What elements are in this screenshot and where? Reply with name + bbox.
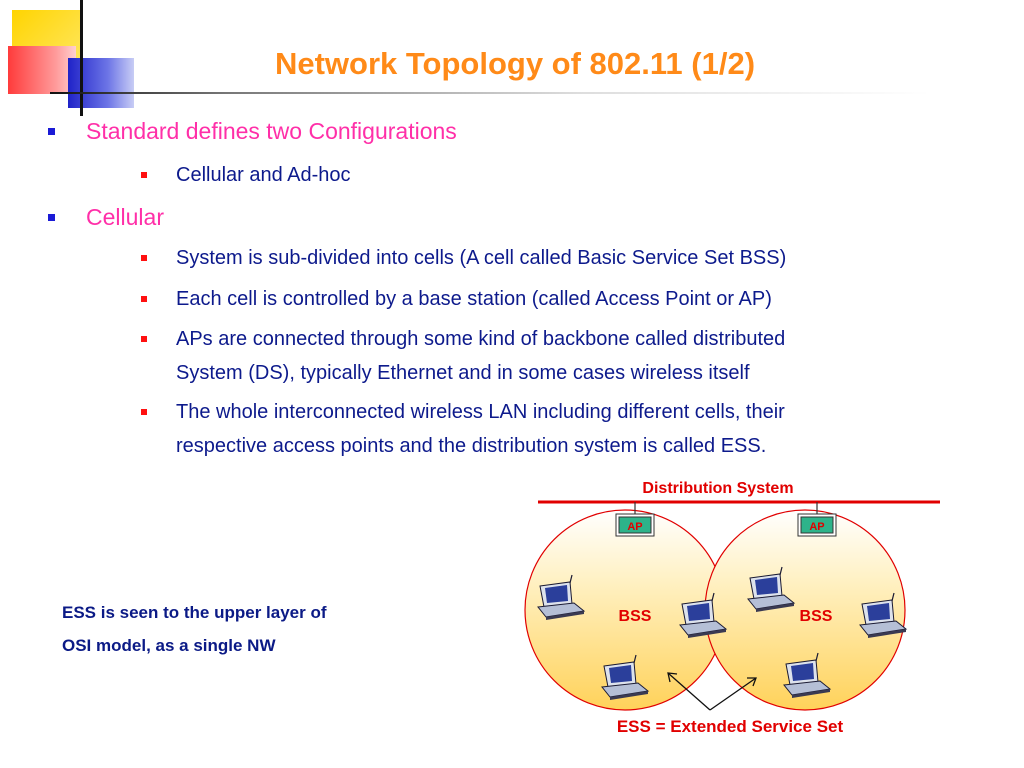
slide-title: Network Topology of 802.11 (1/2)	[274, 46, 756, 81]
decor-red-block	[8, 46, 76, 94]
ap-left-label: AP	[627, 521, 642, 533]
ds-label: Distribution System	[642, 480, 793, 497]
bullet-configurations: Standard defines two Configurations	[48, 118, 457, 144]
decor-vertical-line	[80, 0, 83, 116]
ap-left-box	[618, 516, 652, 534]
sub-bullet-ess: The whole interconnected wireless LAN in…	[141, 395, 976, 463]
sub-bullet-ess-line2: respective access points and the distrib…	[176, 435, 767, 457]
ap-right-label: AP	[809, 521, 824, 533]
sub-bullet-cells: System is sub-divided into cells (A cell…	[141, 241, 976, 275]
ess-arrows	[667, 672, 757, 711]
sub-bullet-backbone-line1: APs are connected through some kind of b…	[176, 328, 786, 350]
decor-horizontal-line	[50, 92, 930, 94]
bss-left-label: BSS	[619, 608, 652, 625]
bullet-cellular: Cellular	[48, 204, 164, 230]
sub-bullet-backbone: APs are connected through some kind of b…	[141, 322, 976, 390]
sub-bullet-ess-line1: The whole interconnected wireless LAN in…	[176, 401, 785, 423]
ess-note-line1: ESS is seen to the upper layer of	[62, 603, 327, 622]
ess-caption: ESS = Extended Service Set	[617, 717, 844, 736]
ap-right-box	[800, 516, 834, 534]
bss-right-label: BSS	[800, 608, 833, 625]
sub-bullet-cellular-adhoc: Cellular and Ad-hoc	[141, 158, 976, 192]
sub-bullet-backbone-line2: System (DS), typically Ethernet and in s…	[176, 362, 750, 384]
ess-note-line2: OSI model, as a single NW	[62, 636, 276, 655]
sub-bullet-base-station: Each cell is controlled by a base statio…	[141, 282, 976, 316]
ess-note: ESS is seen to the upper layer of OSI mo…	[62, 596, 327, 662]
ess-diagram: Distribution System AP AP BSS BSS ESS = …	[524, 480, 940, 736]
decor-blue-block	[68, 58, 134, 108]
